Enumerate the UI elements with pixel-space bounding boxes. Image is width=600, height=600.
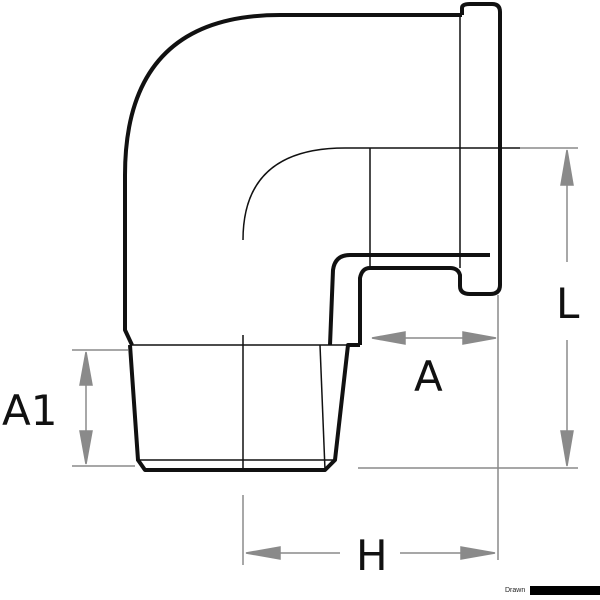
inner-curve bbox=[242, 147, 520, 241]
inner-bore bbox=[328, 253, 490, 346]
flange bbox=[358, 2, 502, 345]
thread-inner-line bbox=[319, 344, 326, 471]
a1-arrow-down-icon bbox=[79, 430, 93, 465]
h-arrow-left-icon bbox=[245, 546, 281, 560]
dimension-label-h: H bbox=[356, 531, 388, 580]
a-arrow-right-icon bbox=[462, 331, 497, 345]
thread-section bbox=[128, 343, 360, 472]
credit-text: Drawn bbox=[505, 587, 526, 594]
l-arrow-up-icon bbox=[560, 149, 574, 186]
elbow-body bbox=[123, 13, 462, 346]
dimension-label-a1: A1 bbox=[2, 386, 58, 435]
a-arrow-left-icon bbox=[371, 331, 406, 345]
credit-bar bbox=[530, 586, 600, 595]
l-arrow-down-icon bbox=[560, 430, 574, 467]
dimension-label-a: A bbox=[414, 352, 443, 401]
h-arrow-right-icon bbox=[460, 546, 496, 560]
a1-arrow-up-icon bbox=[79, 351, 93, 386]
dimension-label-l: L bbox=[556, 279, 580, 328]
